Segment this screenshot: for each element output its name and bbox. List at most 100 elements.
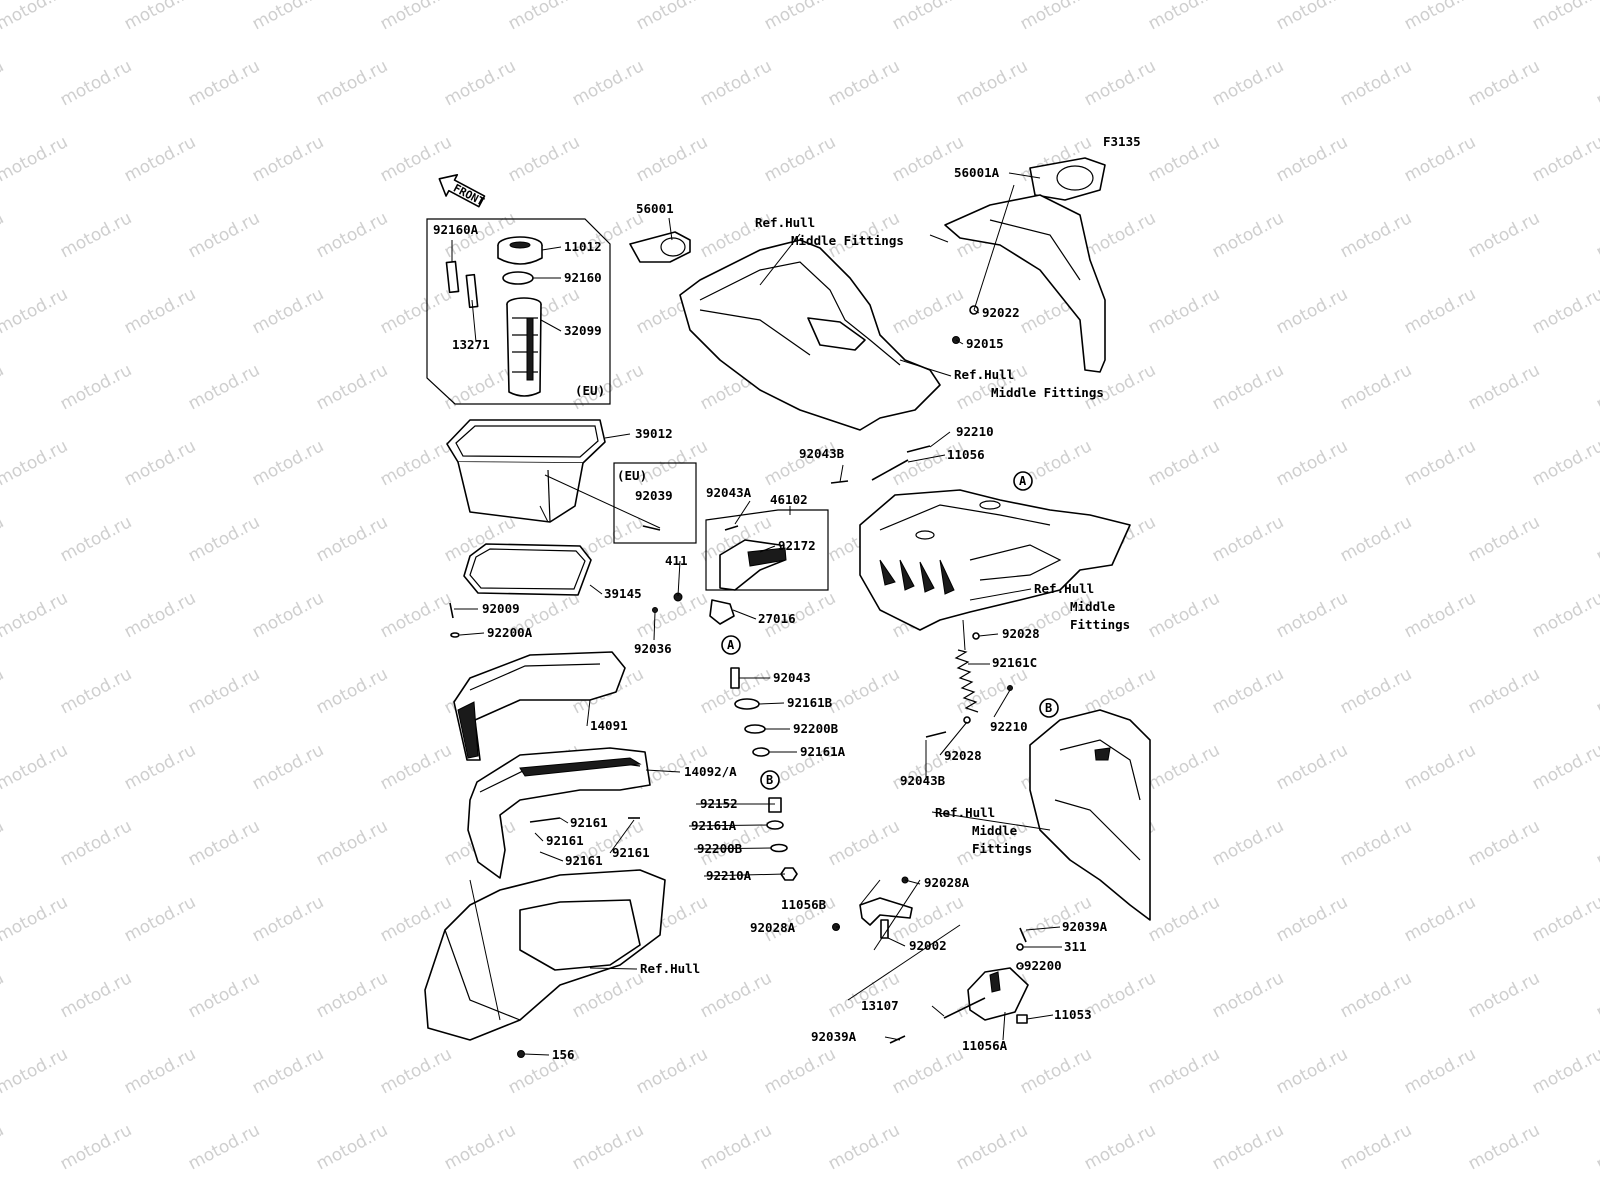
watermark-text: motod.ru [1145, 588, 1223, 642]
leader-line [993, 689, 1011, 718]
leader-line [969, 588, 1032, 601]
watermark-text: motod.ru [1529, 0, 1600, 34]
watermark-text: motod.ru [1145, 740, 1223, 794]
callout-labels: 56001A 56001 Ref.Hull Middle Fittings 92… [433, 165, 1130, 1062]
callout-92039: 92039 [635, 488, 673, 503]
watermark-text: motod.ru [1273, 436, 1351, 490]
watermark-text: motod.ru [0, 1044, 71, 1098]
callout-92210-top: 92210 [956, 424, 994, 439]
bolt-92043b-top [830, 480, 849, 484]
callout-92161-1: 92161 [570, 815, 608, 830]
leader-line [887, 937, 906, 947]
watermark-text: motod.ru [1593, 1120, 1600, 1174]
callout-middle-4: Middle [972, 823, 1018, 838]
watermark-text: motod.ru [1209, 664, 1287, 718]
watermark-text: motod.ru [825, 816, 903, 870]
callout-92160: 92160 [564, 270, 602, 285]
callout-92200A: 92200A [487, 625, 533, 640]
watermark-text: motod.ru [0, 816, 7, 870]
watermark-text: motod.ru [889, 1044, 967, 1098]
watermark-text: motod.ru [1593, 360, 1600, 414]
watermark-text: motod.ru [1465, 512, 1543, 566]
callout-14092A: 14092/A [684, 764, 737, 779]
watermark-text: motod.ru [185, 208, 263, 262]
watermark-text: motod.ru [121, 284, 199, 338]
leader-line [609, 819, 635, 854]
watermark-text: motod.ru [1529, 1044, 1600, 1098]
watermark-text: motod.ru [633, 132, 711, 186]
rod-11056 [871, 459, 909, 481]
eu-group-frame [426, 218, 611, 405]
watermark-text: motod.ru [1465, 1120, 1543, 1174]
rivet-156 [517, 1050, 525, 1058]
callout-27016: 27016 [758, 611, 796, 626]
callout-92015: 92015 [966, 336, 1004, 351]
watermark-text: motod.ru [1273, 0, 1351, 34]
leader-line [759, 233, 801, 286]
washer-92028-mid [963, 716, 971, 724]
watermark-text: motod.ru [697, 56, 775, 110]
lid-part [467, 747, 651, 879]
watermark-text: motod.ru [441, 56, 519, 110]
watermark-text: motod.ru [0, 664, 7, 718]
leader-line [688, 824, 768, 827]
leader-line [962, 619, 966, 651]
watermark-text: motod.ru [1081, 56, 1159, 110]
bolt-92043b-mid [925, 731, 947, 738]
screw-92009 [449, 602, 454, 619]
leader-line [839, 464, 844, 483]
watermark-text: motod.ru [57, 512, 135, 566]
callout-56001: 56001 [636, 201, 674, 216]
watermark-text: motod.ru [249, 284, 327, 338]
watermark-text: motod.ru [0, 436, 71, 490]
watermark-text: motod.ru [1401, 436, 1479, 490]
watermark-text: motod.ru [1209, 1120, 1287, 1174]
washer-92028-top [972, 632, 980, 640]
watermark-text: motod.ru [1145, 132, 1223, 186]
watermark-text: motod.ru [1401, 892, 1479, 946]
watermark-text: motod.ru [1081, 968, 1159, 1022]
watermark-text: motod.ru [825, 664, 903, 718]
leader-line [459, 632, 485, 636]
watermark-text: motod.ru [0, 1120, 7, 1174]
callout-92043B-top: 92043B [799, 446, 845, 461]
latch-part [709, 599, 735, 625]
callout-92161-3: 92161 [612, 845, 650, 860]
callout-92002: 92002 [909, 938, 947, 953]
watermark-text: motod.ru [1593, 968, 1600, 1022]
callout-92210A: 92210A [706, 868, 752, 883]
watermark-text: motod.ru [505, 132, 583, 186]
watermark-text: motod.ru [1337, 360, 1415, 414]
watermark-text: motod.ru [441, 360, 519, 414]
watermark-text: motod.ru [0, 892, 71, 946]
spring-part [954, 649, 979, 713]
callout-56001A: 56001A [954, 165, 1000, 180]
leader-line [939, 721, 968, 756]
watermark-text: motod.ru [185, 664, 263, 718]
callout-92028-mid: 92028 [944, 748, 982, 763]
watermark-text: motod.ru [249, 1044, 327, 1098]
leader-line [931, 811, 1051, 831]
callout-156: 156 [552, 1047, 575, 1062]
watermark-text: motod.ru [121, 436, 199, 490]
watermark-text: motod.ru [761, 436, 839, 490]
watermark-text: motod.ru [1465, 968, 1543, 1022]
watermark-text: motod.ru [1529, 436, 1600, 490]
leader-line [604, 433, 631, 439]
watermark-text: motod.ru [57, 360, 135, 414]
leader-line [653, 611, 656, 641]
hinge-bracket-frame [705, 509, 829, 591]
callout-92161C: 92161C [992, 655, 1037, 670]
leader-lines [451, 172, 1062, 1056]
watermark-text: motod.ru [1401, 0, 1479, 34]
bolt-92039a-top [1019, 927, 1027, 943]
storage-tray-part [446, 419, 606, 523]
watermark-text: motod.ru [313, 1120, 391, 1174]
watermark-text: motod.ru [1593, 816, 1600, 870]
watermark-text: motod.ru [1337, 1120, 1415, 1174]
watermark-text: motod.ru [57, 664, 135, 718]
watermark-text: motod.ru [1593, 664, 1600, 718]
callout-92160A: 92160A [433, 222, 479, 237]
bolt-part [642, 525, 661, 531]
